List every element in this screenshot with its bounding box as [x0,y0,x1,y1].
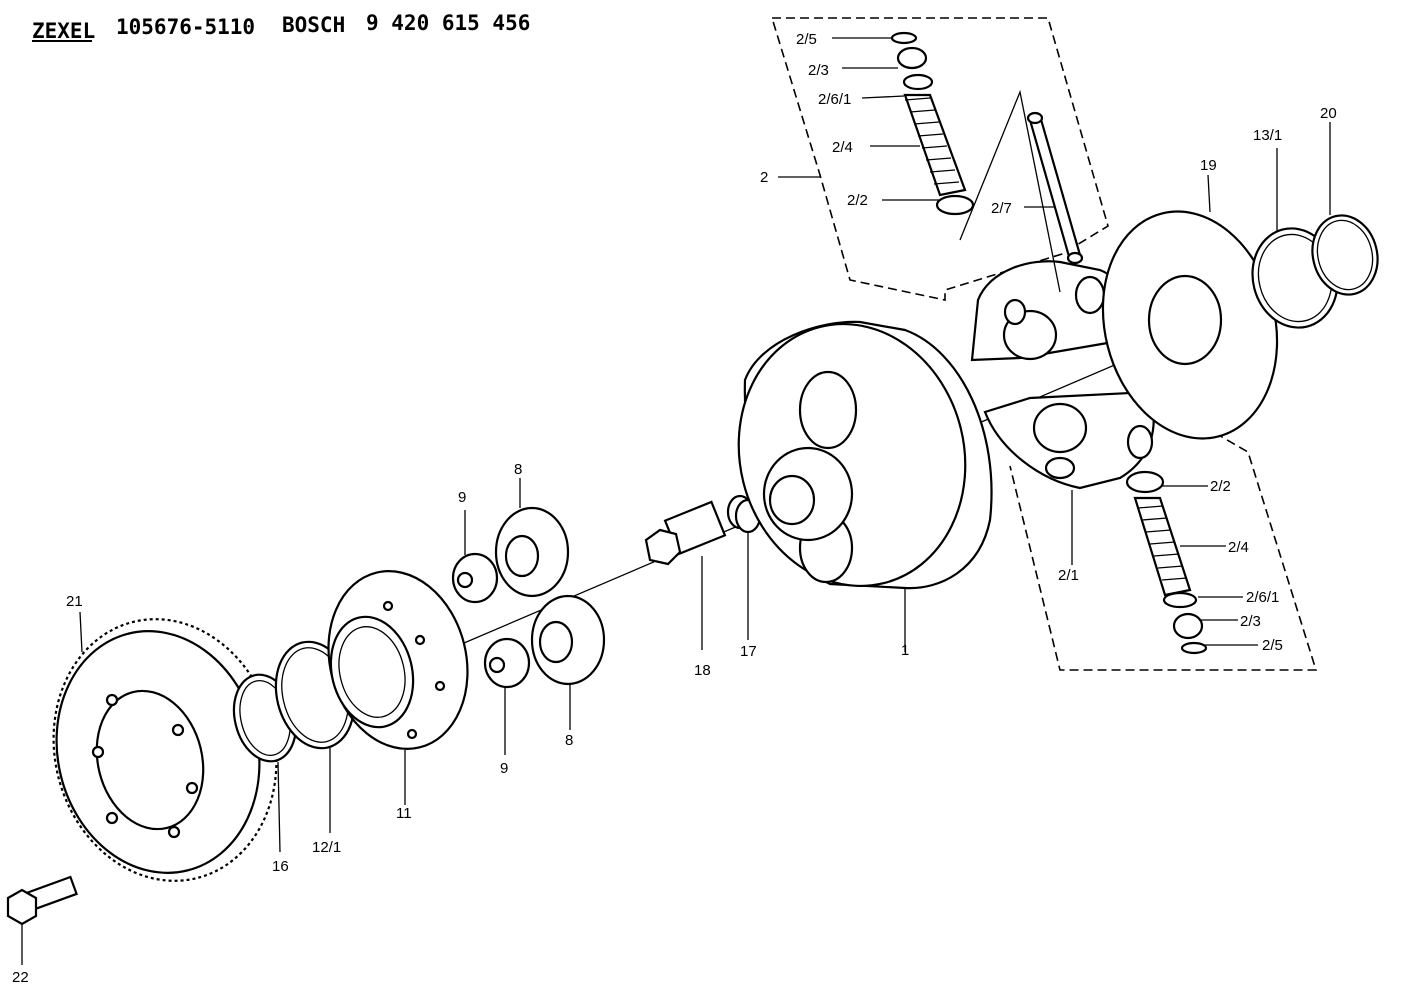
callout-17: 17 [740,643,757,660]
callout-2-4-bottom: 2/4 [1228,539,1249,556]
callout-18: 18 [694,662,711,679]
callout-2: 2 [760,169,768,186]
disc-19 [1101,174,1279,440]
weight-8-upper [494,478,570,598]
lower-spring-stack [1125,470,1258,655]
callout-1: 1 [901,642,909,659]
callout-2-2-top: 2/2 [847,192,868,209]
callout-2-5-bottom: 2/5 [1262,637,1283,654]
callout-2-6-1-top: 2/6/1 [818,91,851,108]
callout-2-4-top: 2/4 [832,139,853,156]
bushing-9-lower [483,637,531,755]
callout-12-1: 12/1 [312,839,341,856]
callout-9-top: 9 [458,489,466,506]
callout-8-bottom: 8 [565,732,573,749]
hex-sleeve-18 [644,500,727,650]
upper-assembly-group-outline [771,17,1109,301]
timing-gear [52,618,278,882]
callout-2-5-top: 2/5 [796,31,817,48]
callout-21: 21 [66,593,83,610]
snap-ring-20 [1311,122,1379,296]
callout-9-bottom: 9 [500,760,508,777]
pin-2-7 [959,89,1084,293]
callout-2-3-top: 2/3 [808,62,829,79]
header-brand-zexel: ZEXEL [32,19,95,43]
callout-2-3-bottom: 2/3 [1240,613,1261,630]
header-part-number-zexel: 105676-5110 [116,15,255,39]
callout-20: 20 [1320,105,1337,122]
weight-8-lower [530,594,606,730]
gear-bolt [6,875,78,965]
bushing-9-upper [451,510,499,604]
housing-drum [737,320,993,652]
flyweight-upper [970,260,1130,362]
callout-13-1: 13/1 [1253,127,1282,144]
callout-2-6-1-bottom: 2/6/1 [1246,589,1279,606]
header-brand-bosch: BOSCH [282,13,345,37]
callout-8-top: 8 [514,461,522,478]
callout-11: 11 [396,805,412,822]
hub-flange [327,570,469,805]
leader-21 [79,611,83,653]
callout-19: 19 [1200,157,1217,174]
callout-2-2-bottom: 2/2 [1210,478,1231,495]
header-part-number-bosch: 9 420 615 456 [366,11,530,35]
flyweight-lower [983,390,1155,565]
callout-2-1: 2/1 [1058,567,1079,584]
upper-spring-stack [778,31,975,216]
callout-16: 16 [272,858,289,875]
callout-22: 22 [12,969,29,986]
callout-2-7: 2/7 [991,200,1012,217]
spring-17 [726,494,762,640]
